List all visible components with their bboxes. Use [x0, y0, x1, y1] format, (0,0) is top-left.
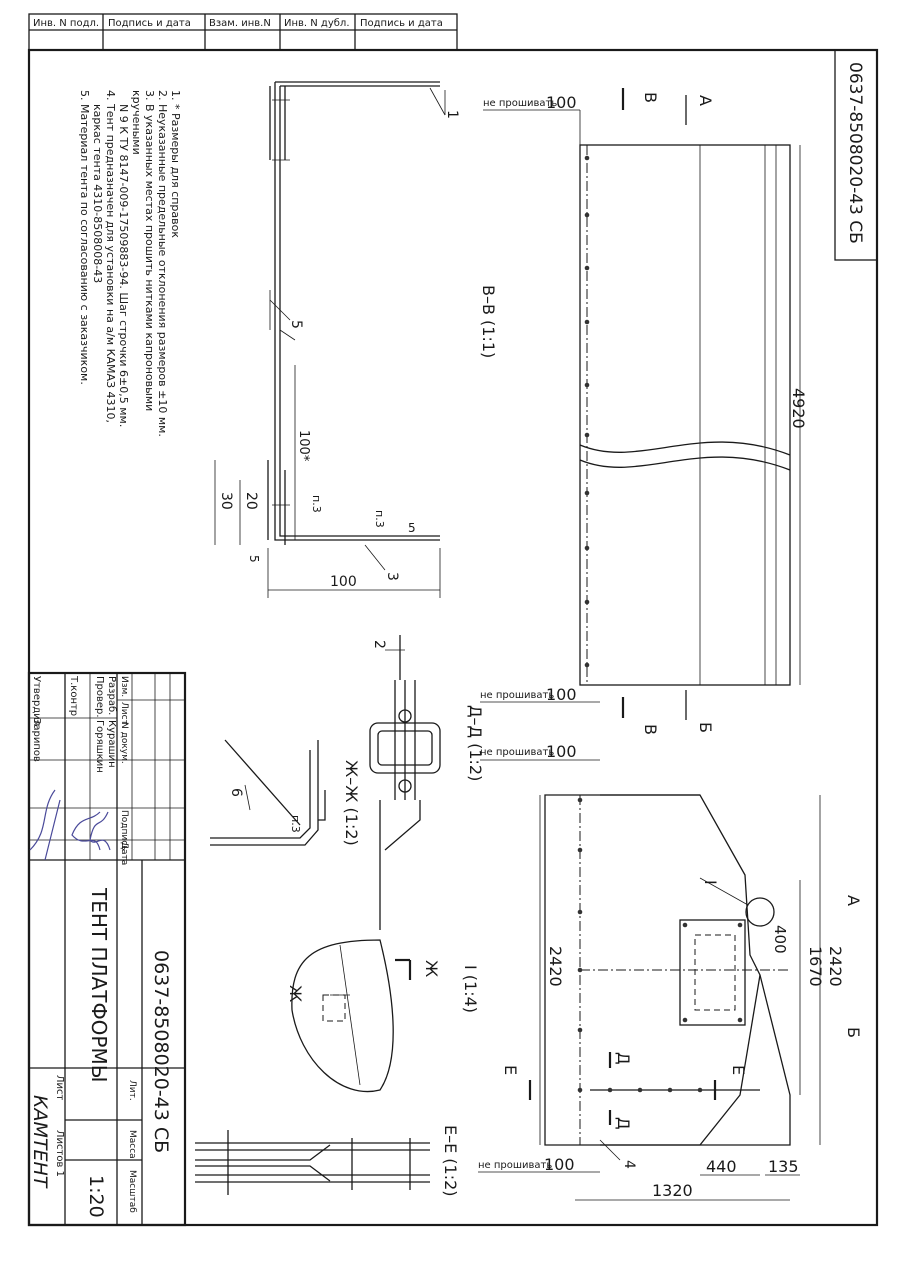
tb-header-date: Дата — [119, 842, 129, 865]
margin-strip: Инв. N подл. Подпись и дата Взам. инв.N … — [28, 13, 458, 51]
margin-cell-2: Взам. инв.N — [209, 18, 271, 29]
view-label-vv: В–В (1:1) — [479, 285, 498, 358]
tb-title: ТЕНТ ПЛАТФОРМЫ — [87, 887, 111, 1082]
dim-100-d: 100 — [544, 1155, 575, 1174]
tb-role-prover: Провер. — [94, 676, 105, 718]
main-view-long: 4920 не прошивать 100 не прошивать 100 В… — [480, 88, 808, 735]
dim-400: 400 — [771, 925, 789, 954]
leader-1: 1 — [444, 110, 460, 119]
dim-5-upper: 5 — [408, 521, 416, 535]
view-label-dd: Д–Д (1:2) — [466, 705, 485, 781]
tb-company: КАМТЕНТ — [29, 1095, 51, 1189]
tb-sheets-label: Листов 1 — [54, 1130, 65, 1177]
dim-100-a: 100 — [546, 93, 577, 112]
view-marker-a-top: А — [696, 95, 715, 106]
leader-2: 2 — [371, 640, 387, 649]
tb-sheet-label: Лист — [54, 1075, 65, 1101]
tb-name-prover: Горяшкин — [94, 720, 105, 773]
view-marker-a-bottom: А — [844, 895, 863, 906]
tb-header-list: Лист — [119, 702, 129, 725]
view-label-detail-i: I (1:4) — [461, 965, 480, 1013]
dim-2420-right: 2420 — [826, 946, 845, 987]
note-1: 2. Неуказанные предельные отклонения раз… — [156, 90, 169, 437]
tb-scale-value: 1:20 — [85, 1175, 107, 1218]
section-vv: В–В (1:1) 1 5 3 100* 100 30 20 5 5 п.3 п… — [214, 81, 498, 598]
tb-scale-label: Масштаб — [127, 1170, 137, 1213]
tb-role-utverdil: Утвердил — [31, 676, 42, 726]
leader-4: 4 — [621, 1160, 637, 1169]
tb-role-tkontr: Т.контр — [68, 675, 79, 716]
dim-100-c: 100 — [546, 742, 577, 761]
section-marker-d-1: Д — [614, 1052, 633, 1065]
tb-header-sign: Подпись — [119, 810, 129, 850]
detail-marker-i: I — [701, 880, 720, 885]
title-block: Изм. Лист N докум. Подпись Дата Разраб. … — [27, 671, 187, 1227]
margin-cell-4: Подпись и дата — [360, 18, 443, 29]
dim-2420-left: 2420 — [546, 946, 565, 987]
section-zhzh: Ж–Ж (1:2) п.3 6 — [210, 739, 361, 846]
dim-20: 20 — [243, 492, 259, 510]
dim-100-b: 100 — [546, 685, 577, 704]
document-number-box: 0637-8508020-43 СБ — [834, 49, 878, 261]
dim-1320: 1320 — [652, 1181, 693, 1200]
note-7: 5. Материал тента по согласованию с зака… — [78, 90, 91, 385]
tb-mass-label: Масса — [127, 1130, 137, 1159]
dim-4920: 4920 — [789, 388, 808, 429]
section-marker-v-bottom: В — [641, 724, 660, 735]
tb-header-doc: N докум. — [119, 722, 129, 764]
signature-2 — [71, 811, 101, 851]
note-5: 4. Тент предназначен для установки на а/… — [104, 90, 117, 423]
tb-role-razrab: Разраб. — [106, 676, 117, 715]
no-stitch-4: не прошивать — [478, 1160, 552, 1171]
dim-100-star: 100* — [296, 430, 311, 462]
section-marker-e-2: Е — [729, 1065, 748, 1075]
tb-header-izm: Изм. — [119, 676, 129, 697]
p3-label-3: п.3 — [289, 815, 302, 833]
p3-label-2: п.3 — [373, 510, 386, 528]
dim-100-vv: 100 — [330, 574, 357, 590]
margin-cell-3: Инв. N дубл. — [284, 18, 350, 29]
view-marker-b-top: Б — [696, 722, 715, 733]
note-3: кручеными — [130, 90, 143, 155]
dim-30: 30 — [218, 492, 234, 510]
dim-440: 440 — [706, 1157, 737, 1176]
no-stitch-2: не прошивать — [480, 690, 554, 701]
note-0: 1. * Размеры для справок — [169, 90, 182, 238]
tb-doc-number: 0637-8508020-43 СБ — [150, 950, 172, 1153]
note-2: 3. В указанных местах прошить нитками ка… — [143, 90, 156, 411]
main-view-end: I 2420 1670 400 2420 1320 440 135 не про… — [478, 794, 863, 1201]
dim-5-lower: 5 — [247, 555, 261, 563]
view-label-ee: Е–Е (1:2) — [441, 1125, 460, 1197]
p3-label-1: п.3 — [310, 495, 323, 513]
no-stitch-1: не прошивать — [483, 98, 557, 109]
section-marker-v-top: В — [641, 92, 660, 103]
no-stitch-3: не прошивать — [480, 747, 554, 758]
dim-135: 135 — [768, 1157, 799, 1176]
view-marker-b-bottom: Б — [844, 1027, 863, 1038]
section-marker-zh-1: Ж — [422, 960, 441, 977]
section-dd: Д–Д (1:2) 2 не прошивать 100 — [369, 635, 600, 930]
section-marker-e-1: Е — [501, 1065, 520, 1075]
margin-cell-1: Подпись и дата — [108, 18, 191, 29]
margin-cell-0: Инв. N подл. — [33, 18, 99, 29]
doc-number-top: 0637-8508020-43 СБ — [845, 62, 865, 244]
leader-6: 6 — [228, 788, 244, 797]
section-ee: Е–Е (1:2) — [195, 1125, 460, 1197]
section-marker-zh-2: Ж — [286, 985, 305, 1002]
tb-name-razrab: Курашин — [106, 720, 117, 768]
note-4: N 9 К ТУ 8147-009-17509883-94. Шаг строч… — [117, 104, 130, 427]
signature-1 — [89, 811, 111, 851]
notes: 1. * Размеры для справок 2. Неуказанные … — [78, 90, 182, 437]
signature-3 — [29, 789, 61, 861]
tb-lit-label: Лит. — [127, 1080, 137, 1101]
view-label-zhzh: Ж–Ж (1:2) — [342, 760, 361, 846]
note-6: каркас тента 4310-8508008-43 — [91, 104, 104, 283]
leader-3: 3 — [384, 572, 400, 581]
dim-1670: 1670 — [806, 946, 825, 987]
tb-name-utverdil: Зарипов — [31, 718, 42, 762]
detail-i: I (1:4) Ж Ж — [286, 939, 480, 1093]
section-marker-d-2: Д — [614, 1117, 633, 1130]
leader-5: 5 — [288, 320, 304, 329]
